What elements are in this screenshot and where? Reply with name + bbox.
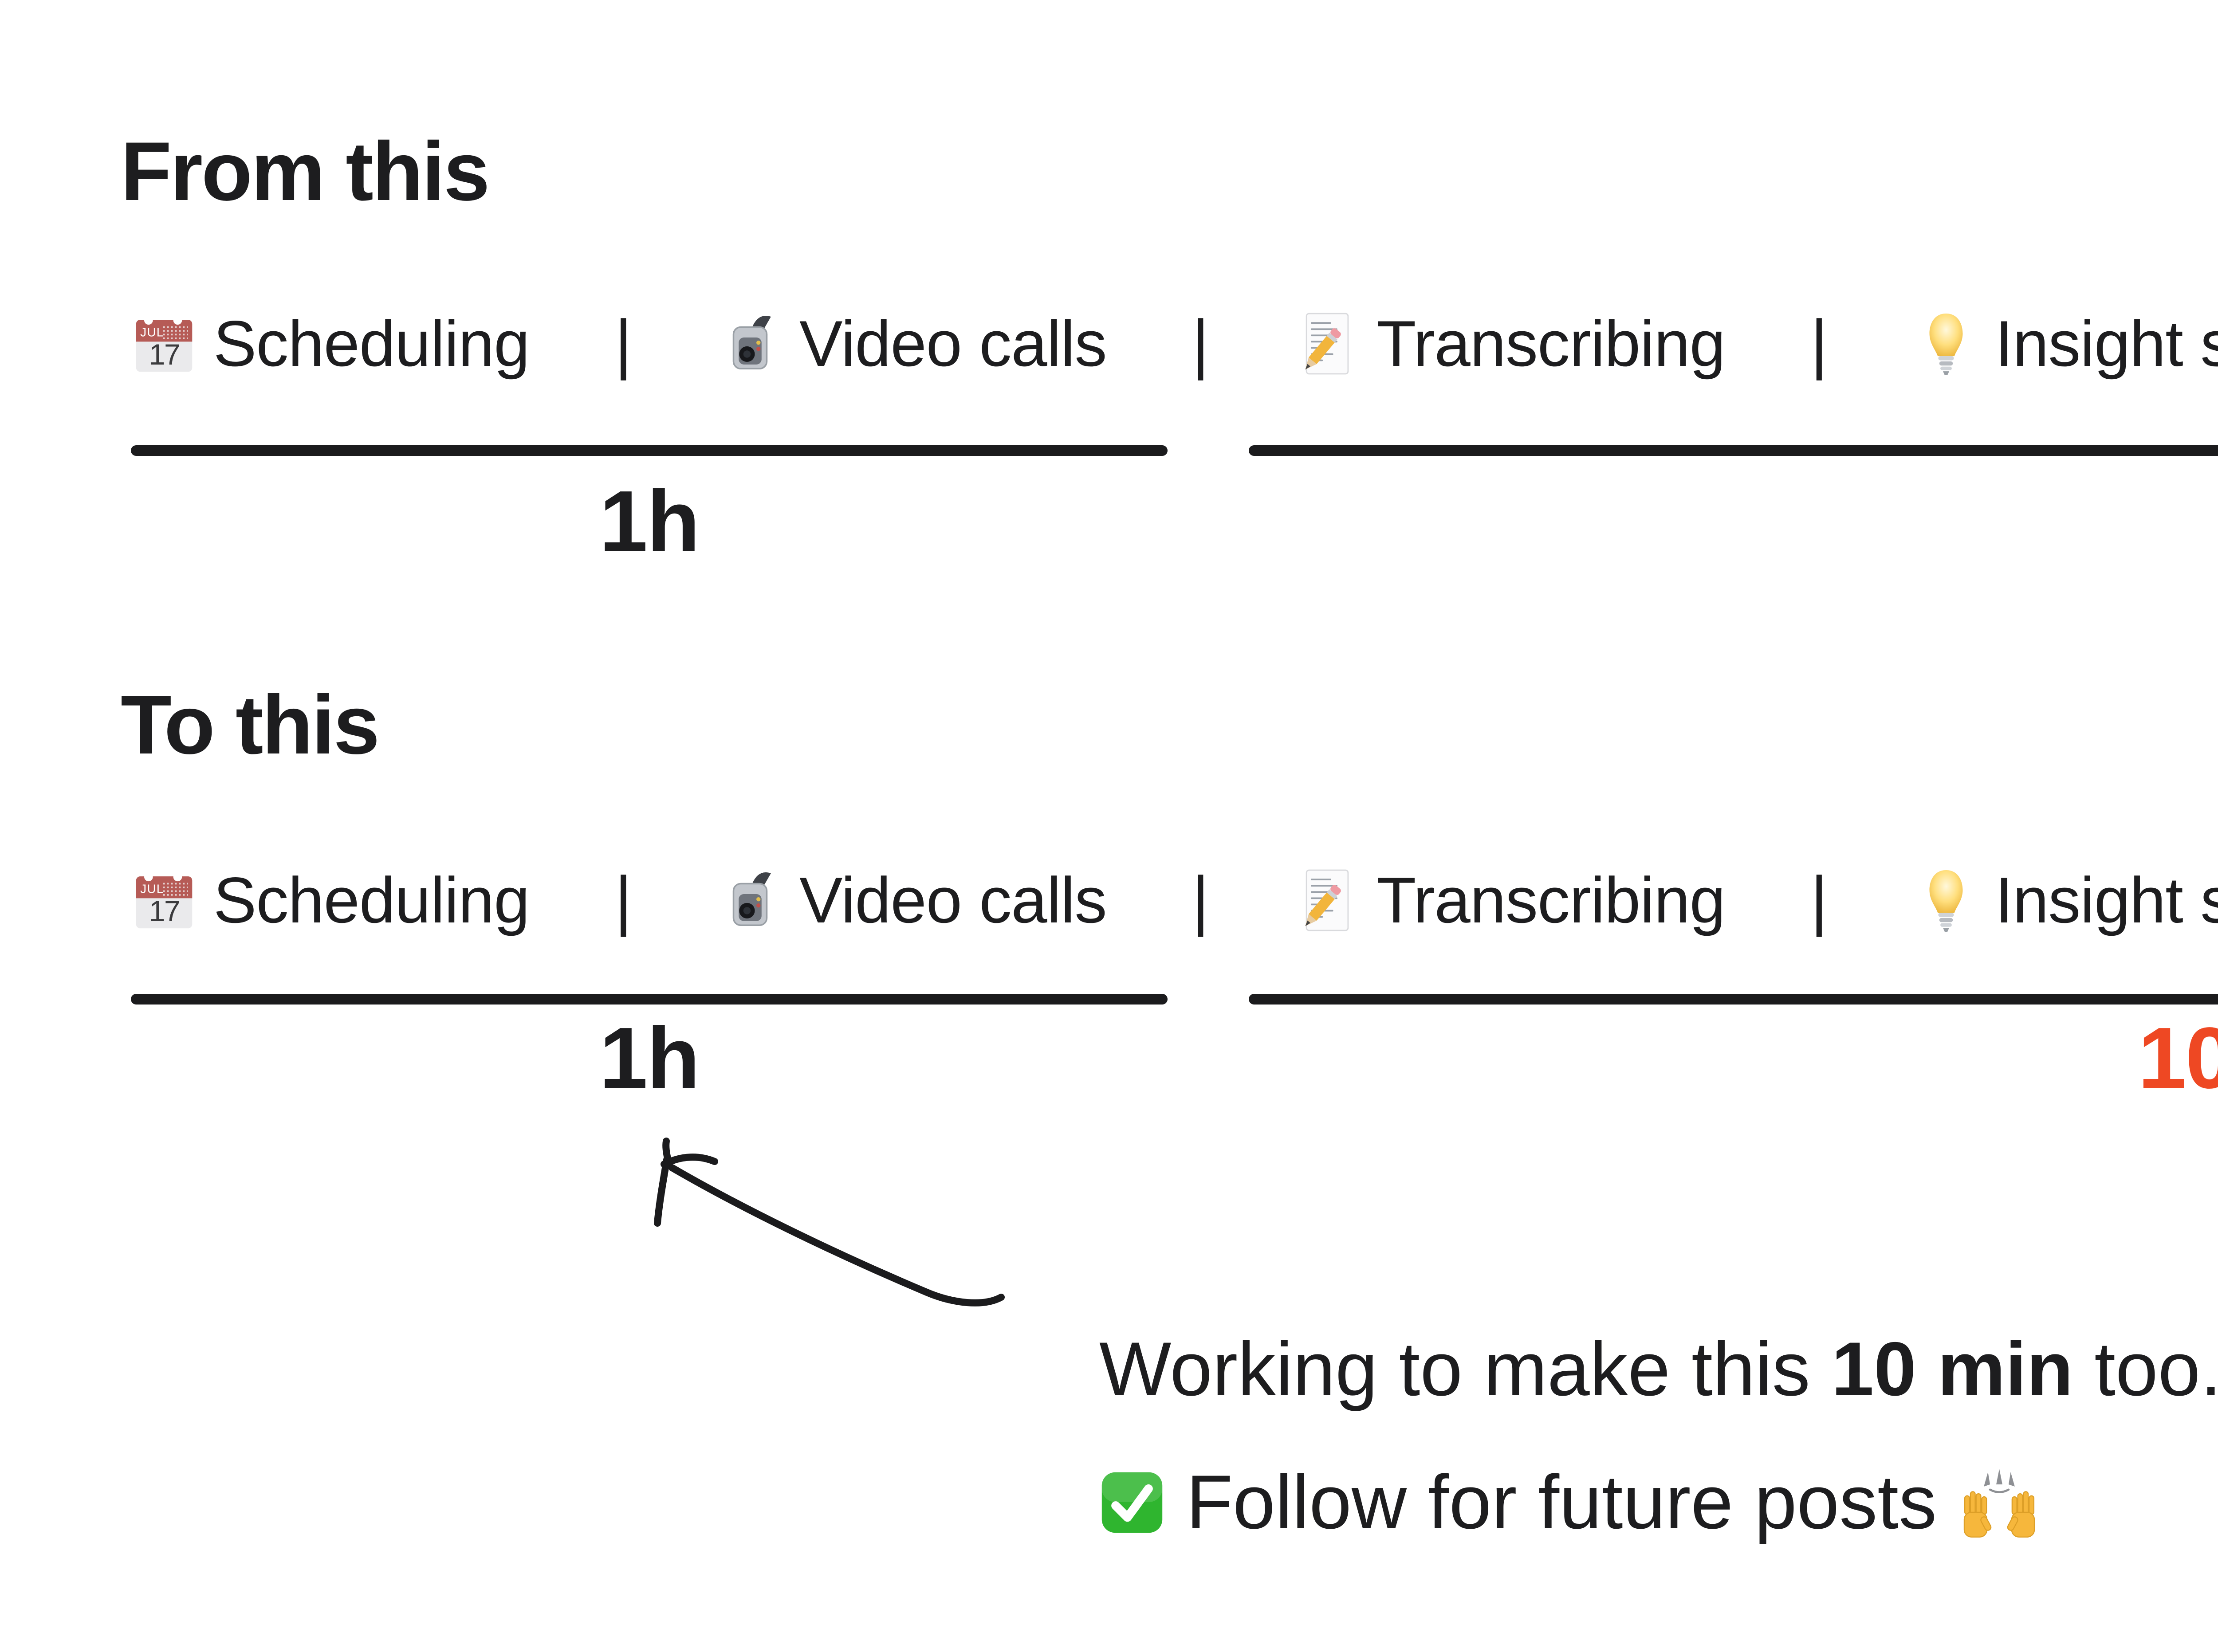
annotation-line1-prefix: Working to make this [1099, 1326, 1832, 1412]
step-insight-synthesis: Insight synthesis [1913, 863, 2218, 938]
step-video-calls: Video calls [717, 306, 1107, 381]
annotation-line2: Follow for future posts [1099, 1455, 2218, 1550]
step-separator: | [1192, 863, 1209, 937]
memo-icon [1294, 867, 1361, 934]
annotation-block: Working to make this 10 min too. Follow … [1099, 1322, 2218, 1550]
step-separator: | [614, 306, 632, 381]
step-transcribing: Transcribing [1294, 306, 1726, 381]
duration-label-to-right-highlight: 10 min [2138, 1009, 2218, 1107]
step-label: Scheduling [213, 307, 530, 380]
from-section-heading: From this [121, 125, 490, 218]
memo-icon [1294, 310, 1361, 377]
step-label: Transcribing [1376, 863, 1726, 936]
workflow-steps-row-from: Scheduling | Video calls | Transcribing … [131, 305, 2218, 382]
duration-label-from-left: 1h [599, 473, 700, 570]
timeline-bracket-from-left [131, 445, 1168, 456]
annotation-line1-suffix: too. [2073, 1326, 2218, 1412]
step-separator: | [1810, 306, 1828, 381]
step-scheduling: Scheduling [131, 306, 530, 381]
duration-label-from-right: 1h [1249, 478, 2218, 565]
step-video-calls: Video calls [717, 863, 1107, 938]
annotation-line1: Working to make this 10 min too. [1099, 1322, 2218, 1417]
step-label: Insight synthesis [1995, 307, 2218, 380]
step-label: Insight synthesis [1995, 863, 2218, 936]
light-bulb-icon [1913, 867, 1979, 934]
timeline-bracket-to-left [131, 994, 1168, 1005]
tear-off-calendar-icon [131, 310, 197, 377]
step-separator: | [1810, 863, 1828, 937]
to-section-heading: To this [121, 678, 380, 771]
step-transcribing: Transcribing [1294, 863, 1726, 938]
step-label: Video calls [799, 307, 1107, 380]
step-separator: | [614, 863, 632, 937]
timeline-bracket-from-right [1249, 445, 2218, 456]
video-camera-icon [717, 867, 783, 934]
step-label: Transcribing [1376, 307, 1726, 380]
annotation-line2-text: Follow for future posts [1186, 1460, 1937, 1545]
step-separator: | [1192, 306, 1209, 381]
step-label: Scheduling [213, 863, 530, 936]
annotation-line1-bold: 10 min [1831, 1326, 2073, 1412]
raised-hands-icon [1958, 1467, 2041, 1546]
step-insight-synthesis: Insight synthesis [1913, 306, 2218, 381]
tear-off-calendar-icon [131, 867, 197, 934]
workflow-steps-row-to: Scheduling | Video calls | Transcribing … [131, 862, 2218, 938]
step-scheduling: Scheduling [131, 863, 530, 938]
video-camera-icon [717, 310, 783, 377]
check-mark-icon [1099, 1470, 1165, 1535]
step-label: Video calls [799, 863, 1107, 936]
light-bulb-icon [1913, 310, 1979, 377]
hand-drawn-arrow [654, 1138, 1005, 1307]
duration-label-to-left: 1h [599, 1009, 700, 1107]
timeline-bracket-to-right [1249, 994, 2218, 1005]
